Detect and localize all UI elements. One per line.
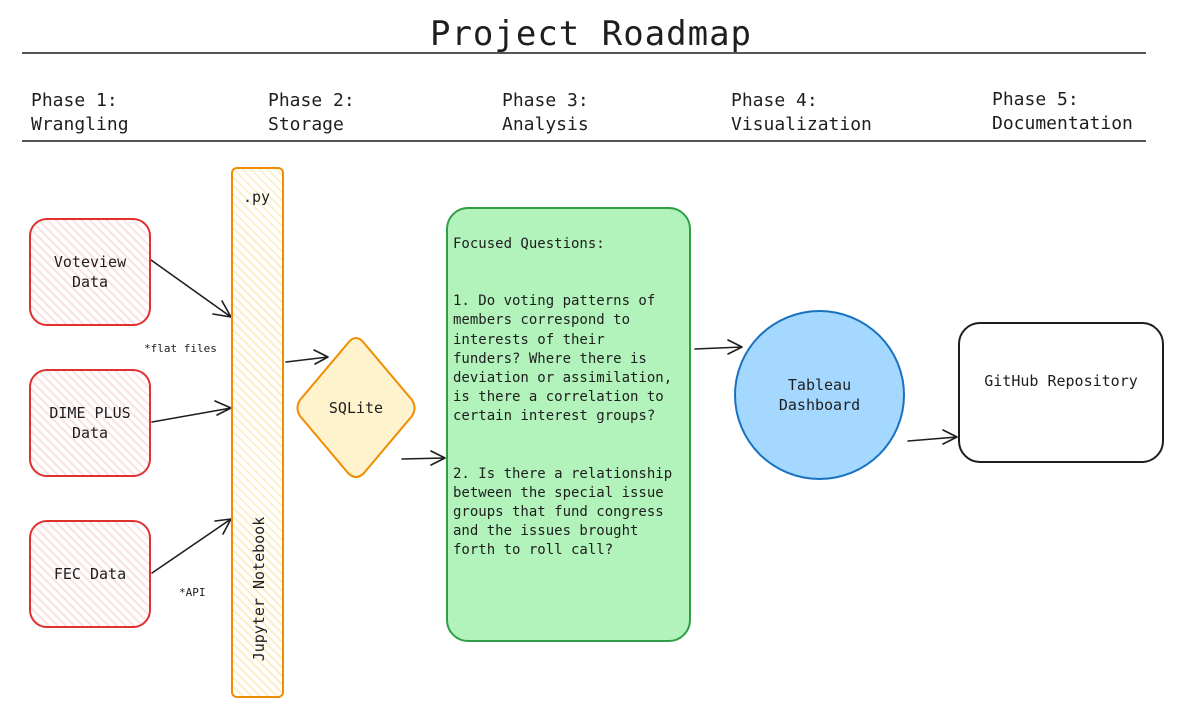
phase-5-header: Phase 5: Documentation (992, 88, 1133, 136)
focused-questions-heading: Focused Questions: (453, 236, 605, 252)
phase-2-header: Phase 2: Storage (268, 89, 355, 137)
phase-4-name: Visualization (731, 114, 872, 135)
phase-2-number: Phase 2: (268, 90, 355, 111)
phase-4-number: Phase 4: (731, 90, 818, 111)
dime-plus-data-node: DIME PLUS Data (29, 369, 151, 477)
question-2: 2. Is there a relationship between the s… (453, 465, 673, 559)
github-repository-node: GitHub Repository (958, 322, 1164, 463)
phase-5-number: Phase 5: (992, 89, 1079, 110)
py-extension-label: .py (243, 188, 271, 206)
page-title: Project Roadmap (429, 14, 753, 54)
title-underline (22, 52, 1146, 54)
phase-5-name: Documentation (992, 113, 1133, 134)
phase-1-name: Wrangling (31, 114, 129, 135)
api-note: *API (179, 586, 206, 599)
phase-3-number: Phase 3: (502, 90, 589, 111)
arrow-dime-to-notebook (151, 400, 232, 423)
voteview-data-label: Voteview Data (53, 253, 127, 291)
arrow-tableau-to-github (907, 429, 958, 445)
phase-divider (22, 140, 1146, 142)
phase-2-name: Storage (268, 114, 344, 135)
phase-3-name: Analysis (502, 114, 589, 135)
arrow-analysis-to-tableau (694, 339, 743, 355)
tableau-dashboard-label: Tableau Dashboard (778, 376, 861, 414)
sqlite-node: SQLite (292, 334, 420, 482)
jupyter-notebook-label: Jupyter Notebook (250, 516, 268, 662)
voteview-data-node: Voteview Data (29, 218, 151, 326)
sqlite-diamond-shape (296, 336, 416, 478)
jupyter-notebook-node: .py Jupyter Notebook (231, 167, 284, 698)
arrow-notebook-to-sqlite (285, 349, 329, 365)
phase-4-header: Phase 4: Visualization (731, 89, 872, 137)
question-1: 1. Do voting patterns of members corresp… (453, 293, 673, 425)
fec-data-node: FEC Data (29, 520, 151, 628)
github-repository-label: GitHub Repository (984, 371, 1138, 390)
phase-3-header: Phase 3: Analysis (502, 89, 589, 137)
phase-1-header: Phase 1: Wrangling (31, 89, 129, 137)
sqlite-label: SQLite (328, 399, 384, 417)
arrow-sqlite-to-analysis (401, 450, 446, 466)
tableau-dashboard-node: Tableau Dashboard (734, 310, 905, 480)
arrow-fec-to-notebook (151, 518, 232, 574)
arrow-voteview-to-notebook (150, 259, 232, 318)
dime-plus-data-label: DIME PLUS Data (49, 404, 131, 442)
focused-questions-node: Focused Questions: 1. Do voting patterns… (446, 207, 691, 642)
phase-1-number: Phase 1: (31, 90, 118, 111)
flat-files-note: *flat files (144, 342, 217, 355)
fec-data-label: FEC Data (53, 565, 127, 583)
